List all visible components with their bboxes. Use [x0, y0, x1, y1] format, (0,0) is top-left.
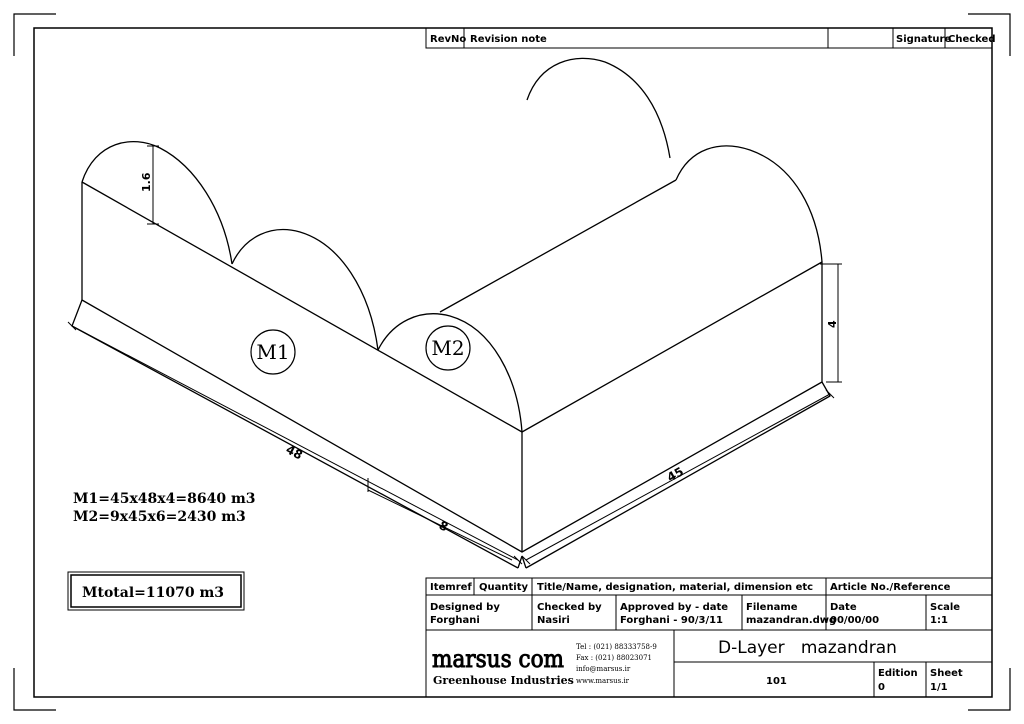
signature-label: Signature [896, 34, 951, 45]
company-tel: Tel : (021) 88333758-9 [576, 643, 657, 651]
dim-span-8: 8 [437, 518, 451, 534]
article-label: Article No./Reference [830, 582, 951, 593]
checked-label: Checked [948, 34, 996, 45]
edition-value: 0 [878, 682, 885, 693]
m1-balloon: M1 [250, 329, 296, 375]
arch-3 [377, 313, 523, 433]
approved-value: Forghani - 90/3/11 [620, 615, 723, 626]
itemref-label: Itemref [430, 582, 472, 593]
company-logo: marsus com [432, 645, 564, 673]
total-value: Mtotal=11070 m3 [82, 585, 224, 601]
drawing-number: 101 [766, 676, 787, 687]
designed-by-value: Forghani [430, 615, 480, 626]
revision-note-label: Revision note [470, 34, 547, 45]
company-web: www.marsus.ir [576, 677, 630, 685]
company-email: info@marsus.ir [576, 665, 631, 673]
m2-side-wall [521, 261, 823, 553]
checked-by-value: Nasiri [537, 615, 570, 626]
total-box: Mtotal=11070 m3 [67, 571, 245, 611]
edition-label: Edition [878, 668, 918, 679]
date-label: Date [830, 602, 857, 613]
revision-block [425, 27, 993, 49]
filename-value: mazandran.dwg [746, 615, 836, 626]
quantity-label: Quantity [479, 582, 528, 593]
arch-5 [526, 57, 671, 159]
sheet-label: Sheet [930, 668, 963, 679]
drawing-title: D-Layer mazandran [718, 638, 897, 658]
approved-label: Approved by - date [620, 602, 728, 613]
scale-label: Scale [930, 602, 960, 613]
dimension-lines [67, 145, 842, 565]
dim-length-48: 48 [284, 442, 305, 462]
arch-2 [231, 228, 379, 351]
m2-label: M2 [431, 336, 464, 360]
filename-label: Filename [746, 602, 798, 613]
checked-by-label: Checked by [537, 602, 602, 613]
base-flange-right [525, 381, 831, 569]
revno-label: RevNo [430, 34, 466, 45]
dim-arc-height: 1.6 [140, 172, 153, 192]
title-label: Title/Name, designation, material, dimen… [537, 582, 813, 593]
calc-m2: M2=9x45x6=2430 m3 [73, 509, 246, 525]
company-fax: Fax : (021) 88023071 [576, 654, 652, 662]
scale-value: 1:1 [930, 615, 948, 626]
calc-m1: M1=45x48x4=8640 m3 [73, 491, 256, 507]
company-name: Greenhouse Industries [433, 674, 574, 687]
dim-width-45: 45 [665, 464, 686, 484]
crop-marks [13, 13, 1011, 711]
dim-wall-height: 4 [826, 320, 839, 328]
sheet-value: 1/1 [930, 682, 948, 693]
m2-balloon: M2 [425, 325, 471, 371]
arch-4 [675, 145, 823, 263]
greenhouse-isometric [71, 57, 831, 569]
arch-1 [81, 141, 233, 265]
m1-front-wall [81, 182, 523, 553]
designed-by-label: Designed by [430, 602, 500, 613]
title-block [425, 577, 993, 698]
date-value: 00/00/00 [830, 615, 879, 626]
m1-label: M1 [256, 340, 289, 364]
